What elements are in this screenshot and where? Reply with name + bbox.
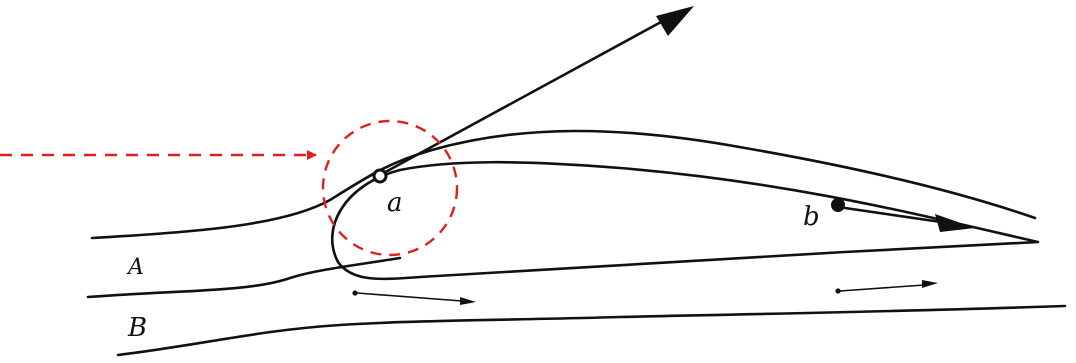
velocity-arrow-b-head [935,214,975,232]
bottom-streamline [118,306,1065,355]
label-point-a: a [387,188,403,218]
flow-arrow-right-head [922,280,938,288]
flow-arrow-right-line [840,285,924,291]
label-point-b: b [803,202,820,232]
upper-streamline [92,131,1035,238]
long-arrow-line [380,16,672,175]
point-b-dot [832,199,844,211]
flow-arrow-left-line [357,293,462,301]
flow-arrow-left-head [460,297,476,305]
point-a-dot [374,170,386,182]
long-arrow-head [656,6,694,36]
label-streamline-b: B [127,313,147,343]
label-streamline-a: A [126,255,144,280]
